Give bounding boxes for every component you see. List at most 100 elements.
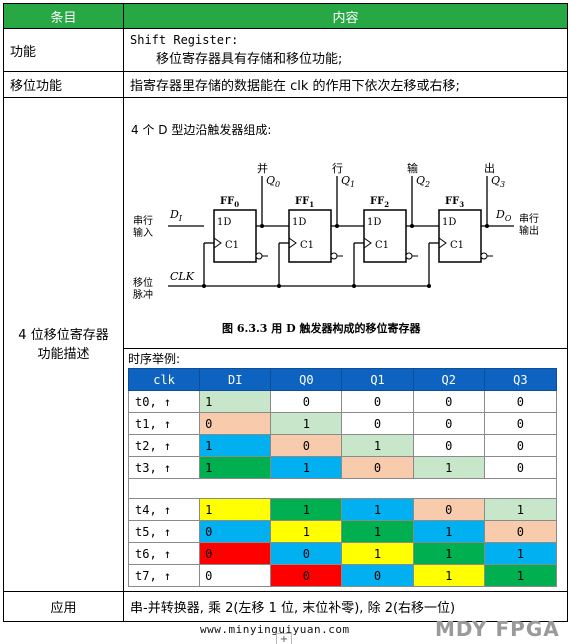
timing-value-cell: 0 xyxy=(199,564,272,587)
timing-time-cell: t1, ↑ xyxy=(127,412,201,435)
timing-time-cell: t0, ↑ xyxy=(127,390,201,413)
q-label-2: Q2 xyxy=(416,174,430,189)
clock-edge-icon xyxy=(363,237,372,249)
ff-c-label: C1 xyxy=(375,240,389,251)
header-content: 内容 xyxy=(123,3,568,29)
timing-header-cell: Q2 xyxy=(412,368,485,391)
shift-pulse-label-1: 移位 xyxy=(133,276,153,289)
serial-in-label-1: 串行 xyxy=(133,214,153,227)
ff-d-label: 1D xyxy=(217,217,231,228)
timing-value-cell: 1 xyxy=(412,520,485,543)
ff-name-1: FF1 xyxy=(295,196,314,209)
timing-value-cell: 1 xyxy=(483,564,558,587)
shift-register-diagram: 并 行 输 出 串行 输入 DI 移位 脉冲 CLK xyxy=(133,161,539,335)
flipflop-box-3 xyxy=(438,209,482,263)
desc-label-line2: 功能描述 xyxy=(37,346,90,362)
timing-value-cell: 1 xyxy=(270,498,343,521)
timing-value-cell: 0 xyxy=(199,542,272,565)
timing-value-cell: 0 xyxy=(483,390,558,413)
figure-area: 4 个 D 型边沿触发器组成: 并 行 输 出 串行 输入 DI 移位 xyxy=(124,98,567,348)
flipflop-box-1 xyxy=(288,209,332,263)
timing-value-cell: 1 xyxy=(483,498,558,521)
timing-value-cell: 0 xyxy=(412,498,485,521)
timing-time-cell: t5, ↑ xyxy=(127,520,201,543)
timing-value-cell: 1 xyxy=(199,434,272,457)
clk-label: CLK xyxy=(170,270,195,283)
flipflop-box-0 xyxy=(213,209,257,263)
timing-value-cell: 0 xyxy=(199,412,272,435)
flipflop-box-2 xyxy=(363,209,407,263)
timing-value-cell: 0 xyxy=(483,434,558,457)
dout-label: DO xyxy=(495,208,512,223)
timing-value-cell: 1 xyxy=(412,456,485,479)
ff-c-label: C1 xyxy=(225,240,239,251)
timing-value-cell: 1 xyxy=(199,456,272,479)
serial-in-label-2: 输入 xyxy=(133,226,153,239)
timing-value-cell: 0 xyxy=(341,390,414,413)
timing-value-cell: 1 xyxy=(341,542,414,565)
figure-caption: 图 6.3.3 用 D 触发器构成的移位寄存器 xyxy=(222,321,421,335)
top-label-2: 行 xyxy=(332,162,343,175)
q-label-0: Q0 xyxy=(266,174,280,189)
top-label-1: 并 xyxy=(257,161,268,175)
main-table: 条目 内容 功能 Shift Register: 移位寄存器具有存储和移位功能;… xyxy=(3,3,568,622)
timing-value-cell: 0 xyxy=(270,390,343,413)
timing-value-cell: 0 xyxy=(483,520,558,543)
timing-value-cell: 1 xyxy=(270,456,343,479)
ff-d-label: 1D xyxy=(367,217,381,228)
timing-value-cell: 0 xyxy=(483,456,558,479)
timing-value-cell: 0 xyxy=(270,434,343,457)
timing-value-cell: 0 xyxy=(341,412,414,435)
clock-edge-icon xyxy=(438,237,447,249)
timing-value-cell: 0 xyxy=(341,456,414,479)
timing-value-cell: 0 xyxy=(412,434,485,457)
timing-value-cell: 0 xyxy=(412,412,485,435)
timing-value-cell: 0 xyxy=(199,520,272,543)
timing-value-cell: 0 xyxy=(270,542,343,565)
timing-value-cell: 1 xyxy=(270,412,343,435)
timing-time-cell: t3, ↑ xyxy=(127,456,201,479)
serial-out-label-1: 串行 xyxy=(519,212,539,225)
timing-value-cell: 1 xyxy=(341,434,414,457)
timing-value-cell: 1 xyxy=(341,498,414,521)
din-label: DI xyxy=(169,208,183,223)
row-label-shift: 移位功能 xyxy=(3,71,124,98)
ff-c-label: C1 xyxy=(300,240,314,251)
watermark-brand: MDY FPGA xyxy=(435,617,560,641)
watermark-url: www.minyinguiyuan.com xyxy=(200,623,350,636)
ff-d-label: 1D xyxy=(292,217,306,228)
clock-edge-icon xyxy=(288,237,297,249)
timing-header-cell: Q3 xyxy=(483,368,558,391)
timing-value-cell: 1 xyxy=(483,542,558,565)
timing-value-cell: 0 xyxy=(483,412,558,435)
timing-time-cell: t2, ↑ xyxy=(127,434,201,457)
timing-value-cell: 1 xyxy=(270,520,343,543)
q-label-1: Q1 xyxy=(341,174,355,189)
func-line1: Shift Register: xyxy=(130,33,239,47)
timing-time-cell: t6, ↑ xyxy=(127,542,201,565)
clock-edge-icon xyxy=(213,237,222,249)
ff-name-2: FF2 xyxy=(370,196,389,209)
timing-value-cell: 1 xyxy=(199,390,272,413)
figure-intro: 4 个 D 型边沿触发器组成: xyxy=(131,123,272,137)
ff-name-3: FF3 xyxy=(445,196,464,209)
row-label-func: 功能 xyxy=(3,28,124,72)
shift-pulse-label-2: 脉冲 xyxy=(133,288,153,301)
timing-header-cell: DI xyxy=(199,368,272,391)
timing-time-cell: t7, ↑ xyxy=(127,564,201,587)
serial-out-label-2: 输出 xyxy=(519,224,539,237)
app-text: 串-并转换器, 乘 2(左移 1 位, 末位补零), 除 2(右移一位) xyxy=(123,591,568,622)
timing-header-cell: clk xyxy=(127,368,201,391)
shift-text: 指寄存器里存储的数据能在 clk 的作用下依次左移或右移; xyxy=(123,71,568,98)
timing-value-cell: 0 xyxy=(412,390,485,413)
plus-icon[interactable]: + xyxy=(276,633,292,644)
